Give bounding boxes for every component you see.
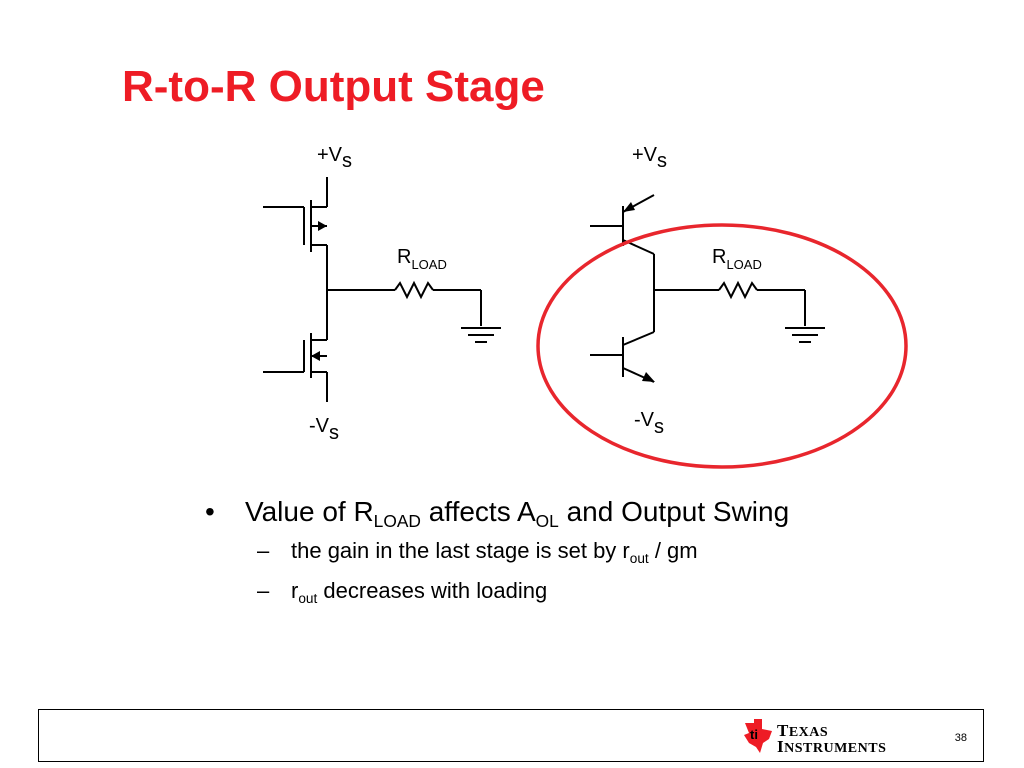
left-load-label: RLOAD [397,246,447,272]
bottom-bjt [590,331,655,383]
right-ground-symbol [785,327,825,343]
sub-bullet-rout: – rout decreases with loading [257,578,789,606]
right-top-supply-label: +Vs [632,144,667,172]
texas-instruments-logo: ti TEXAS INSTRUMENTS [741,716,886,756]
bullet-dot: • [205,496,215,527]
footer-bar: ti TEXAS INSTRUMENTS 38 [38,709,984,762]
left-bottom-supply-label: -Vs [309,415,339,444]
left-load-resistor [327,280,482,326]
left-ground-symbol [461,327,501,343]
sub-bullet-rout-text: rout decreases with loading [291,578,548,606]
bullet-list: • Value of RLOAD affects AOL and Output … [205,496,790,606]
highlight-ellipse [536,223,908,469]
left-circuit: +Vs [263,144,501,444]
bullet-main-text: Value of RLOAD affects AOL and Output Sw… [245,496,790,532]
circuit-diagram: +Vs [263,144,908,469]
sub-bullet-dash: – [257,578,270,603]
sub-bullet-dash: – [257,538,270,563]
right-load-label: RLOAD [712,246,762,272]
sub-bullet-gain: – the gain in the last stage is set by r… [257,538,789,566]
svg-text:ti: ti [750,727,758,742]
right-load-resistor [654,280,806,326]
left-top-supply-label: +Vs [317,144,352,172]
right-circuit: +Vs RLOAD - [590,144,825,438]
right-bottom-supply-label: -Vs [634,409,664,438]
page-number: 38 [954,732,967,744]
logo-line-instruments: INSTRUMENTS [777,737,887,756]
sub-bullet-gain-text: the gain in the last stage is set by rou… [291,538,698,566]
top-mosfet [263,177,328,340]
slide-title: R-to-R Output Stage [122,62,545,111]
top-bjt [590,194,655,332]
ti-state-icon: ti [744,719,772,753]
bottom-mosfet [263,333,328,402]
logo-line-texas: TEXAS [777,721,829,740]
bullet-main: • Value of RLOAD affects AOL and Output … [205,496,790,532]
